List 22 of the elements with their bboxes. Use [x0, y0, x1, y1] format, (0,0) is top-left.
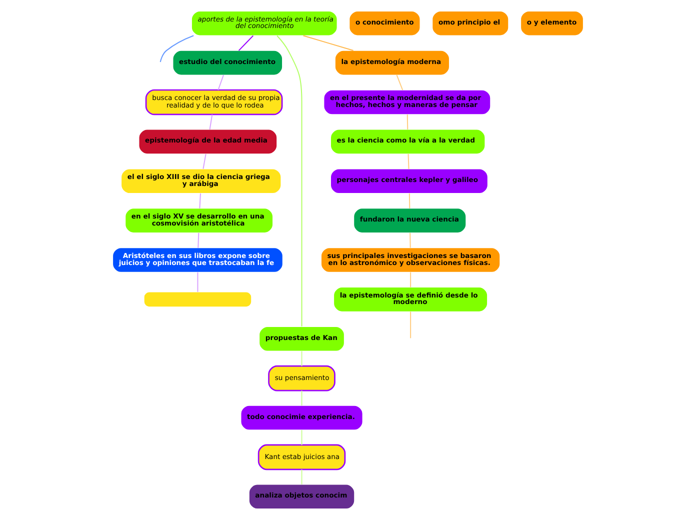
connector [218, 74, 224, 90]
connector [160, 35, 194, 62]
connector [408, 154, 410, 169]
connector [301, 470, 302, 484]
connector [410, 272, 412, 288]
connector [197, 272, 198, 292]
connector [408, 193, 410, 208]
node-box [144, 292, 252, 308]
connector [202, 154, 206, 169]
connector [301, 351, 302, 366]
connector [303, 35, 354, 52]
connector [410, 232, 411, 248]
connector [301, 430, 302, 445]
connector [276, 35, 302, 326]
connector [199, 193, 201, 208]
connector [410, 312, 412, 338]
connector [406, 114, 408, 130]
connector [396, 74, 404, 90]
connector [301, 390, 302, 406]
connector [209, 114, 213, 130]
connector [238, 35, 254, 51]
connector [198, 232, 200, 248]
